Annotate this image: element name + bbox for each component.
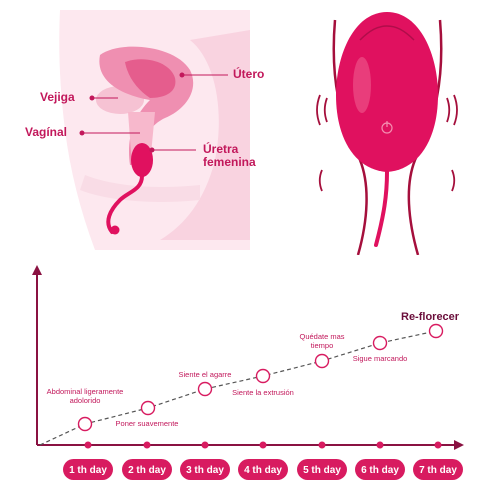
- label-uretra-line1: Úretra: [203, 142, 239, 156]
- day-pill-5: [297, 459, 347, 480]
- final-label: Re-florecer: [401, 311, 460, 323]
- milestone-label-2: Poner suavemente: [116, 419, 179, 428]
- day-label-2: 2 th day: [128, 465, 166, 476]
- axis-tick-3: [201, 441, 209, 449]
- label-uretra: Úretra femenina: [203, 143, 256, 169]
- label-vaginal: Vagínal: [25, 125, 68, 139]
- day-label-7: 7 th day: [419, 465, 457, 476]
- x-axis-arrow: [454, 440, 464, 450]
- milestone-label-6: Sigue marcando: [353, 354, 408, 363]
- anatomy-illustration: Útero Vejiga Vagínal Úretra femenina: [0, 0, 264, 255]
- axis-tick-2: [143, 441, 151, 449]
- milestone-marker-2: [140, 400, 156, 416]
- axis-tick-6: [376, 441, 384, 449]
- day-label-3: 3 th day: [186, 465, 224, 476]
- milestone-marker-5: [314, 353, 330, 369]
- device-illustration: [250, 0, 500, 256]
- milestone-marker-7: [428, 323, 444, 339]
- day-label-6: 6 th day: [361, 465, 399, 476]
- day-label-4: 4 th day: [244, 465, 282, 476]
- y-axis-arrow: [32, 265, 42, 275]
- day-pill-7: [413, 459, 463, 480]
- axis-tick-5: [318, 441, 326, 449]
- day-pill-2: [122, 459, 172, 480]
- label-uretra-line2: femenina: [203, 155, 256, 169]
- label-vejiga: Vejiga: [40, 90, 75, 104]
- day-pill-3: [180, 459, 230, 480]
- milestone-label-3: Siente el agarre: [179, 370, 232, 379]
- milestone-marker-4: [255, 368, 271, 384]
- day-pill-1: [63, 459, 113, 480]
- milestone-marker-1: [77, 416, 93, 432]
- anatomy-drawing: [59, 10, 250, 250]
- day-pill-6: [355, 459, 405, 480]
- trend-line: [39, 330, 437, 446]
- day-label-5: 5 th day: [303, 465, 341, 476]
- day-label-1: 1 th day: [69, 465, 107, 476]
- milestone-marker-3: [197, 381, 213, 397]
- axis-tick-1: [84, 441, 92, 449]
- milestone-marker-6: [372, 335, 388, 351]
- milestone-label-4: Siente la extrusión: [232, 388, 294, 397]
- axis-tick-4: [259, 441, 267, 449]
- device-drawing: [316, 12, 458, 256]
- axis-tick-7: [434, 441, 442, 449]
- day-pill-4: [238, 459, 288, 480]
- label-utero: Útero: [233, 67, 265, 81]
